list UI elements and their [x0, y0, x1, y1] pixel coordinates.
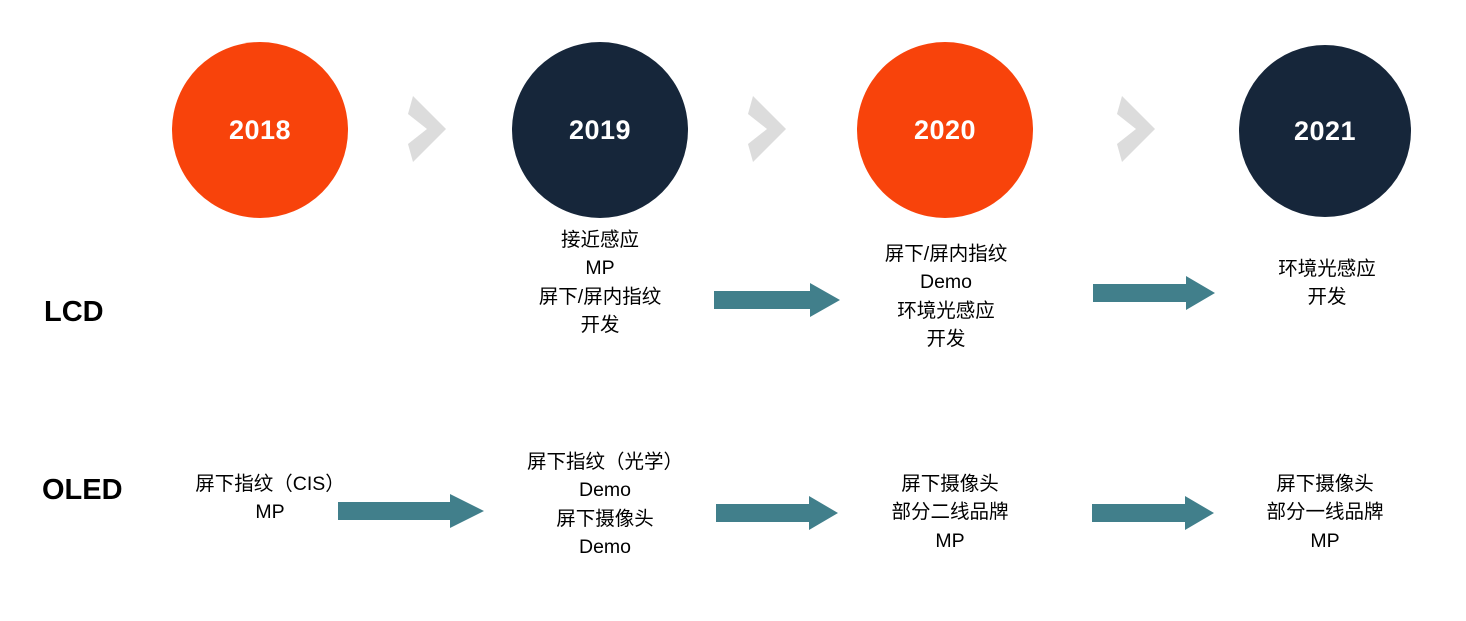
cell-line: 部分一线品牌 — [1266, 501, 1384, 524]
right-block-arrow-icon — [714, 283, 840, 317]
cell-oled-2018: 屏下指纹（CIS） MP — [160, 470, 380, 527]
right-block-arrow-icon — [1093, 276, 1215, 310]
year-circle-2019[interactable]: 2019 — [512, 42, 688, 218]
cell-line: Demo — [578, 536, 632, 559]
chevron-right-icon — [1117, 96, 1163, 162]
chevron-right-icon — [748, 96, 794, 162]
cell-line: 部分二线品牌 — [891, 501, 1009, 524]
right-block-arrow-icon — [338, 494, 484, 528]
cell-line: 屏下/屏内指纹 — [884, 243, 1008, 265]
cell-line: MP — [255, 501, 285, 524]
cell-line: 环境光感应 — [897, 299, 995, 322]
cell-line: 屏下指纹（CIS） — [195, 473, 345, 495]
chevron-right-icon — [408, 96, 454, 162]
year-circle-2021[interactable]: 2021 — [1239, 45, 1411, 217]
cell-line: MP — [935, 529, 965, 552]
cell-line: 屏下/屏内指纹 — [538, 285, 662, 308]
right-block-arrow-icon — [716, 496, 838, 530]
cell-oled-2019: 屏下指纹（光学） Demo 屏下摄像头 Demo — [490, 448, 720, 562]
cell-line: 屏下摄像头 — [1276, 473, 1374, 495]
cell-oled-2021: 屏下摄像头 部分一线品牌 MP — [1215, 470, 1435, 555]
row-label-lcd: LCD — [44, 296, 104, 328]
cell-line: MP — [1310, 529, 1340, 552]
cell-line: 屏下指纹（光学） — [526, 451, 683, 473]
cell-lcd-2020: 屏下/屏内指纹 Demo 环境光感应 开发 — [836, 240, 1056, 354]
cell-line: 开发 — [1307, 286, 1347, 309]
cell-line: 接近感应 — [560, 229, 639, 251]
cell-line: Demo — [578, 479, 632, 502]
year-label-2019: 2019 — [568, 114, 632, 145]
right-block-arrow-icon — [1092, 496, 1214, 530]
cell-line: 屏下摄像头 — [556, 507, 654, 530]
cell-line: 开发 — [580, 314, 620, 337]
cell-oled-2020: 屏下摄像头 部分二线品牌 MP — [840, 470, 1060, 555]
year-circle-2020[interactable]: 2020 — [857, 42, 1033, 218]
cell-line: 开发 — [926, 328, 966, 351]
cell-line: Demo — [919, 271, 973, 294]
year-label-2018: 2018 — [228, 114, 292, 145]
cell-lcd-2019: 接近感应 MP 屏下/屏内指纹 开发 — [490, 226, 710, 340]
year-label-2021: 2021 — [1293, 115, 1357, 146]
cell-line: 环境光感应 — [1278, 258, 1376, 280]
row-label-oled: OLED — [42, 474, 123, 506]
cell-line: MP — [585, 257, 615, 280]
cell-line: 屏下摄像头 — [901, 473, 999, 495]
year-label-2020: 2020 — [913, 114, 977, 145]
cell-lcd-2021: 环境光感应 开发 — [1222, 255, 1432, 312]
year-circle-2018[interactable]: 2018 — [172, 42, 348, 218]
